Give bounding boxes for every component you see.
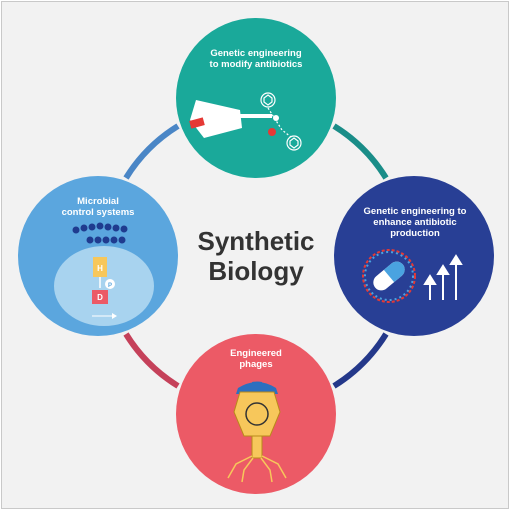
phage-icon <box>227 381 287 483</box>
gene-d-box <box>92 290 108 304</box>
gene-p-marker <box>105 279 115 289</box>
gene-h-label: H <box>97 264 103 273</box>
node-left <box>18 176 178 336</box>
ring-arc-top-right <box>332 123 389 180</box>
node-right <box>334 176 494 336</box>
ring-arc-bottom-left <box>123 332 180 389</box>
cell-body <box>54 246 154 326</box>
gene-p-label: P <box>108 283 112 289</box>
arrows-up-icon <box>423 254 463 300</box>
node-right-label-line3: production <box>390 228 440 239</box>
node-right-label-line2: enhance antibiotic <box>373 217 457 228</box>
node-left-label-line1: Microbial <box>77 196 119 207</box>
node-right-label-line1: Genetic engineering to <box>363 206 467 217</box>
node-left-label-line2: control systems <box>61 207 135 218</box>
protein-chain-icon <box>72 222 128 244</box>
node-left-label: Microbial control systems <box>43 196 153 218</box>
node-top-label-line1: Genetic engineering <box>210 48 302 59</box>
molecule-icon <box>260 92 302 151</box>
center-title: Synthetic Biology <box>176 226 336 286</box>
node-bottom <box>176 334 336 494</box>
node-top-label: Genetic engineering to modify antibiotic… <box>186 48 326 70</box>
gene-d-label: D <box>97 293 103 302</box>
dna-helix-icon <box>362 249 416 303</box>
node-right-label: Genetic engineering to enhance antibioti… <box>350 206 480 239</box>
node-bottom-label-line2: phages <box>239 359 273 370</box>
gene-h-box <box>93 257 107 277</box>
ring-arc-bottom-right <box>332 332 389 389</box>
node-top-circle <box>176 18 336 178</box>
capsule-icon <box>373 261 405 291</box>
center-title-line1: Synthetic <box>197 226 315 256</box>
node-right-circle <box>334 176 494 336</box>
gloved-hand-icon <box>189 100 279 138</box>
center-title-line2: Biology <box>208 256 304 286</box>
node-bottom-label-line1: Engineered <box>230 348 282 359</box>
ring-arc-top-left <box>123 123 180 180</box>
node-top <box>176 18 336 178</box>
node-top-label-line2: to modify antibiotics <box>209 59 303 70</box>
node-bottom-label: Engineered phages <box>206 348 306 370</box>
